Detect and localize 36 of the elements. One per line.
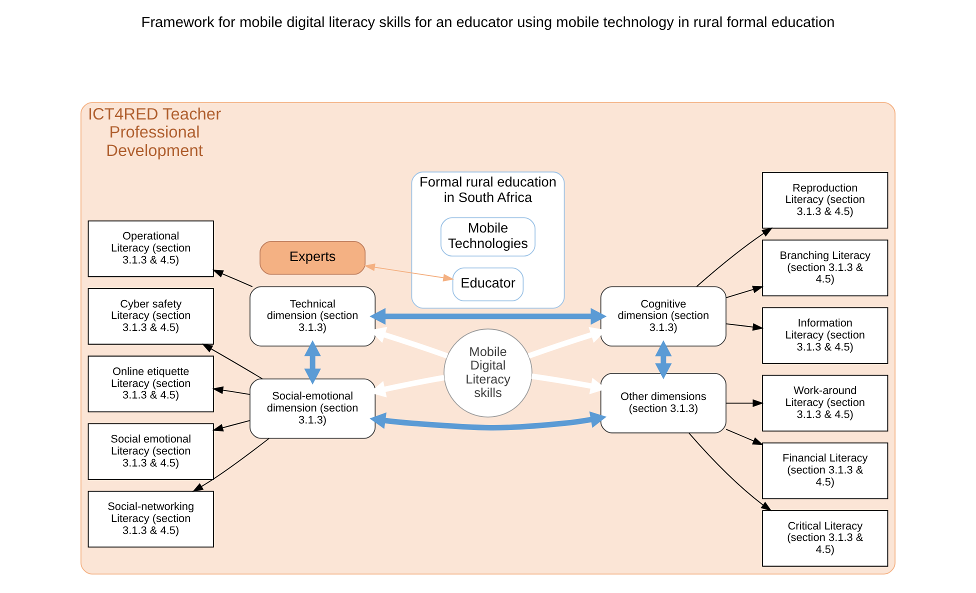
arrow: [212, 386, 250, 395]
arrow: [726, 399, 764, 408]
arrow: [726, 428, 764, 446]
arrow: [202, 344, 263, 380]
diagram-title: Framework for mobile digital literacy skills for an educator using mobile technology in rural formal education: [141, 15, 835, 32]
node-box: Social emotional Literacy (section 3.1.3 & 4.5): [88, 423, 214, 480]
node-box: Information Literacy (section 3.1.3 & 4.5): [762, 307, 888, 364]
node-box: Financial Literacy (section 3.1.3 & 4.5): [762, 442, 888, 500]
arrow: [696, 227, 773, 287]
arrow: [655, 340, 672, 380]
arrow: [688, 432, 772, 512]
arrow: [370, 411, 607, 430]
node-box: Online etiquette Literacy (section 3.1.3 & 4.5): [88, 356, 214, 412]
node-box: Reproduction Literacy (section 3.1.3 & 4.5): [762, 172, 888, 229]
arrow: [304, 340, 321, 385]
node-box: Experts: [260, 241, 366, 275]
node-box: Other dimensions (section 3.1.3): [600, 373, 726, 434]
node-box: Branching Literacy (section 3.1.3 & 4.5): [762, 240, 888, 296]
node-box: Social-networking Literacy (section 3.1.3 & 4.5): [88, 490, 214, 548]
arrow: [370, 308, 607, 325]
arrow: [726, 323, 764, 331]
node-circle: Mobile Digital Literacy skills: [444, 328, 532, 418]
node-box: Cyber safety Literacy (section 3.1.3 & 4.5): [88, 288, 214, 345]
node-box: Educator: [452, 268, 524, 302]
arrow: [212, 420, 250, 432]
node-box: Cognitive dimension (section 3.1.3): [600, 286, 726, 347]
node-box: Work-around Literacy (section 3.1.3 & 4.5): [762, 374, 888, 432]
arrow: [726, 286, 764, 298]
node-box: Mobile Technologies: [440, 217, 536, 257]
node-box: Social-emotional dimension (section 3.1.3): [250, 378, 376, 439]
arrow: [364, 263, 454, 282]
node-box: Technical dimension (section 3.1.3): [250, 286, 376, 347]
node-box: Critical Literacy (section 3.1.3 & 4.5): [762, 510, 888, 567]
arrow: [192, 438, 270, 492]
arrow: [212, 270, 253, 288]
node-box: Operational Literacy (section 3.1.3 & 4.5): [88, 220, 214, 278]
